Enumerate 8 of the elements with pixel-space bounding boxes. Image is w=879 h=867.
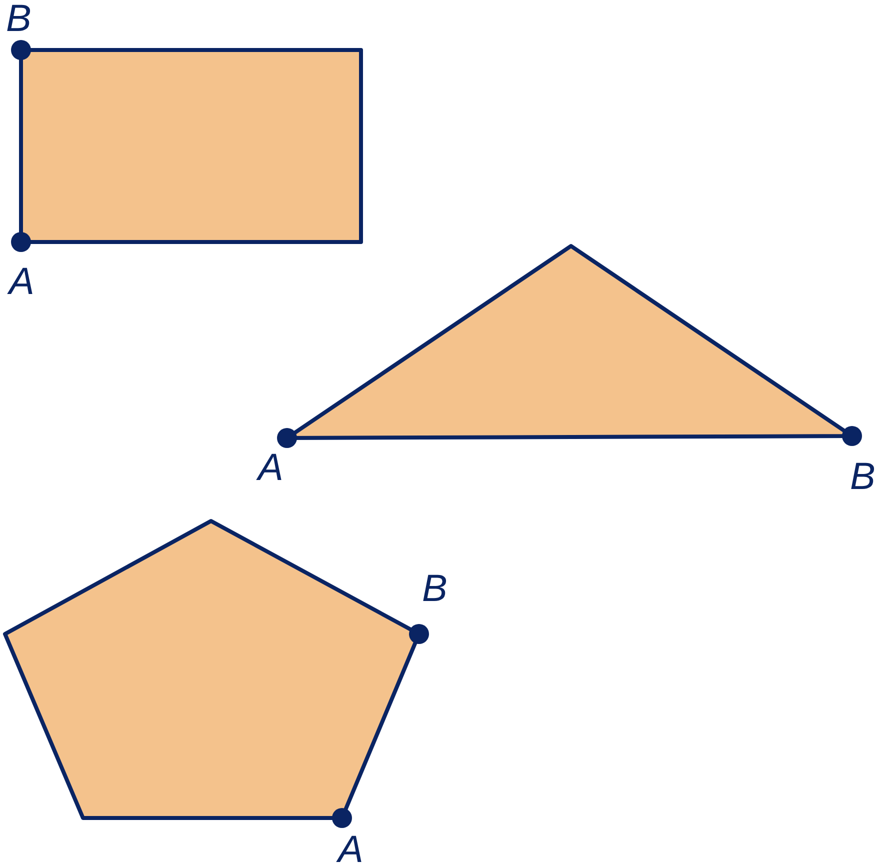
- point-label: B: [422, 570, 448, 608]
- triangle-drawing: [277, 244, 862, 448]
- point-label: A: [338, 831, 364, 867]
- point-label: B: [850, 458, 876, 496]
- point-label: A: [258, 449, 284, 487]
- point-label: B: [6, 0, 32, 38]
- rectangle-drawing: [11, 40, 363, 252]
- point-label: A: [9, 263, 34, 301]
